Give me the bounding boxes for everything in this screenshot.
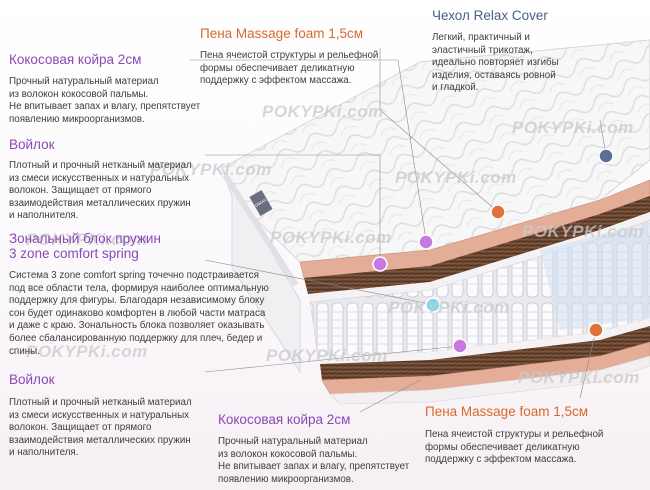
felt-top-title: Войлок: [9, 137, 55, 152]
watermark: POKYPKi.com: [388, 298, 510, 317]
watermark: POKYPKi.com: [522, 222, 644, 241]
watermark: POKYPKi.com: [395, 168, 517, 187]
indicator-dot: [418, 234, 434, 250]
coconut-top-description: Прочный натуральный материал из волокон …: [9, 76, 201, 125]
watermark: POKYPKi.com: [26, 230, 148, 249]
layer-top-felt: [308, 212, 650, 302]
foam-top-description: Пена ячеистой структуры и рельефной форм…: [200, 50, 379, 87]
spring-block-description: Система 3 zone comfort spring точечно по…: [9, 270, 269, 357]
watermark: POKYPKi.com: [266, 346, 388, 365]
indicator-dot: [598, 148, 614, 164]
watermark: POKYPKi.com: [270, 228, 392, 247]
coconut-bottom-description: Прочный натуральный материал из волокон …: [218, 436, 410, 485]
felt-bottom-description: Плотный и прочный нетканый материал из с…: [9, 397, 192, 459]
coconut-bottom-title: Кокосовая койра 2см: [218, 412, 351, 427]
spring-block-title: Зональный блок пружин: [9, 231, 161, 246]
indicator-dot: [372, 256, 388, 272]
cover-title: Чехол Relax Cover: [432, 8, 548, 23]
layer-bottom-felt: [318, 318, 650, 364]
indicator-dot: [490, 204, 506, 220]
foam-top-title: Пена Massage foam 1,5см: [200, 26, 364, 41]
watermark: POKYPKi.com: [150, 160, 272, 179]
watermark: POKYPKi.com: [518, 368, 640, 387]
foam-bottom-title: Пена Massage foam 1,5см: [425, 404, 589, 419]
cover-description: Легкий, практичный и эластичный трикотаж…: [432, 32, 559, 94]
layer-bottom-coir: [320, 326, 650, 380]
indicator-dot: [425, 297, 441, 313]
indicator-dot: [588, 322, 604, 338]
watermark: POKYPKi.com: [512, 118, 634, 137]
felt-bottom-title: Войлок: [9, 372, 55, 387]
foam-bottom-description: Пена ячеистой структуры и рельефной форм…: [425, 429, 604, 466]
mattress-side-panel: [221, 167, 301, 374]
indicator-dot: [452, 338, 468, 354]
watermark: POKYPKi.com: [262, 102, 384, 121]
coconut-top-title: Кокосовая койра 2см: [9, 52, 142, 67]
spring-block-subtitle: 3 zone comfort spring: [9, 246, 139, 261]
felt-top-description: Плотный и прочный нетканый материал из с…: [9, 160, 192, 222]
layer-top-coir: [304, 196, 650, 294]
watermark: POKYPKi.com: [26, 342, 148, 361]
